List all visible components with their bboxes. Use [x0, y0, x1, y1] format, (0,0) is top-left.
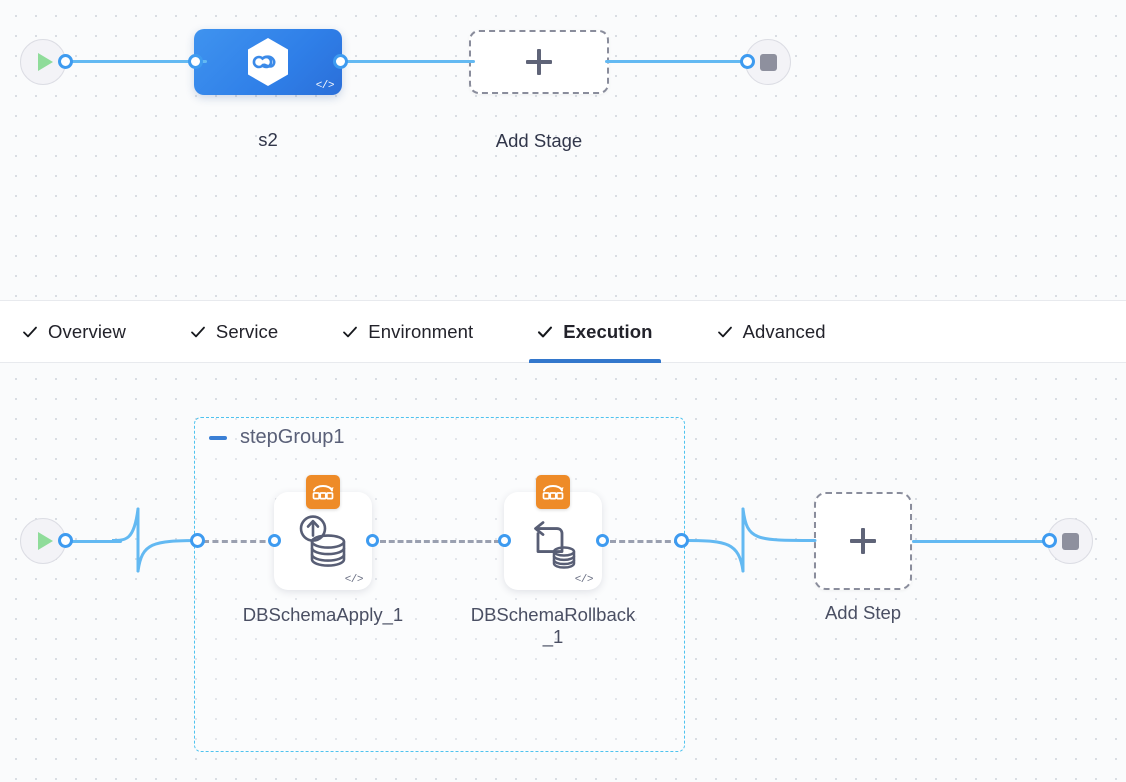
database-apply-icon — [299, 515, 346, 567]
wire-step2-out — [610, 540, 680, 543]
tab-execution[interactable]: Execution — [529, 301, 674, 363]
stage-card[interactable]: </> — [194, 29, 342, 95]
add-step-node[interactable]: Add Step — [814, 492, 912, 623]
deployment-badge-icon — [536, 475, 570, 509]
wire-addstep-to-end — [912, 540, 1052, 543]
step-group-header[interactable]: stepGroup1 — [209, 426, 345, 449]
check-icon — [342, 324, 358, 340]
add-stage-node[interactable]: Add Stage — [469, 30, 609, 151]
wire-start-to-stage — [62, 60, 207, 63]
check-icon — [717, 324, 733, 340]
play-icon — [37, 532, 53, 550]
tab-service[interactable]: Service — [182, 301, 300, 362]
connector-spike-left — [112, 507, 202, 573]
stop-icon — [1061, 532, 1079, 550]
step-group-stepgroup1[interactable]: stepGroup1 — [194, 417, 685, 752]
tab-environment[interactable]: Environment — [334, 301, 495, 362]
end-input-port[interactable] — [740, 54, 755, 69]
wire-start-out — [62, 540, 122, 543]
execution-end-input-port[interactable] — [1042, 533, 1057, 548]
tab-advanced[interactable]: Advanced — [709, 301, 848, 362]
plus-icon — [526, 49, 552, 75]
step1-output-port[interactable] — [366, 534, 379, 547]
add-stage-label: Add Stage — [495, 130, 583, 151]
stage-config-tabs[interactable]: Overview Service Environment Execution A… — [0, 300, 1126, 363]
pipeline-start-node[interactable] — [20, 39, 73, 85]
stage-input-port[interactable] — [188, 54, 203, 69]
step2-label: DBSchemaRollback_1 — [470, 604, 636, 647]
stage-label: s2 — [258, 129, 278, 150]
step-card[interactable]: </> — [504, 475, 602, 590]
pipeline-end-node[interactable] — [739, 39, 791, 85]
stop-icon — [759, 53, 777, 71]
check-icon — [537, 324, 553, 340]
tab-overview-label: Overview — [48, 320, 126, 342]
add-step-label: Add Step — [824, 602, 902, 623]
execution-start-node[interactable] — [20, 518, 73, 564]
code-icon: </> — [344, 574, 364, 586]
database-rollback-icon — [534, 521, 576, 569]
tab-advanced-label: Advanced — [742, 320, 826, 342]
check-icon — [190, 324, 206, 340]
step-node-dbschemarollback[interactable]: </> DBSchemaRollback_1 — [471, 475, 635, 647]
stage-output-port[interactable] — [333, 54, 348, 69]
tab-execution-label: Execution — [563, 320, 653, 342]
wire-addstage-to-end — [605, 60, 750, 63]
wire-into-step1 — [203, 540, 275, 543]
connector-spike-right — [687, 507, 817, 573]
step-group-title: stepGroup1 — [240, 426, 345, 448]
step-group-input-port[interactable] — [190, 533, 205, 548]
execution-end-node[interactable] — [1041, 518, 1093, 564]
code-icon: </> — [574, 574, 594, 586]
tab-overview[interactable]: Overview — [14, 301, 148, 362]
wire-step1-to-step2 — [380, 540, 500, 543]
step2-input-port[interactable] — [498, 534, 511, 547]
add-stage-button[interactable] — [469, 30, 609, 94]
play-icon — [37, 53, 53, 71]
add-step-button[interactable] — [814, 492, 912, 590]
check-icon — [22, 324, 38, 340]
wire-stage-to-addstage — [335, 60, 475, 63]
plus-icon — [850, 528, 876, 554]
tab-environment-label: Environment — [368, 320, 474, 342]
stage-canvas[interactable]: </> s2 Add Stage — [0, 0, 1126, 300]
step1-label: DBSchemaApply_1 — [242, 604, 404, 625]
step-node-dbschemaapply[interactable]: </> DBSchemaApply_1 — [243, 475, 403, 625]
execution-canvas[interactable]: stepGroup1 — [0, 363, 1126, 782]
code-icon: </> — [315, 80, 335, 92]
deployment-badge-icon — [306, 475, 340, 509]
execution-start-output-port[interactable] — [58, 533, 73, 548]
harness-hexagon-icon — [248, 38, 288, 86]
minus-icon[interactable] — [209, 435, 227, 440]
stage-node-s2[interactable]: </> s2 — [188, 29, 348, 150]
step2-output-port[interactable] — [596, 534, 609, 547]
step1-input-port[interactable] — [268, 534, 281, 547]
step-card[interactable]: </> — [274, 475, 372, 590]
step-group-output-port[interactable] — [674, 533, 689, 548]
tab-service-label: Service — [215, 320, 279, 342]
start-output-port[interactable] — [58, 54, 73, 69]
